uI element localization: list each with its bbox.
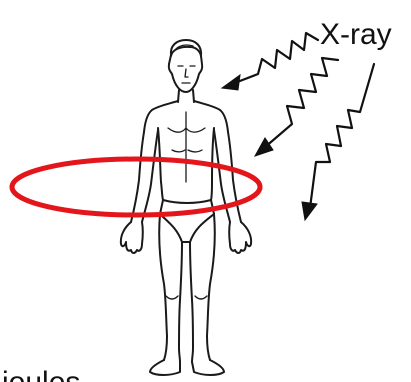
xray-label: X-ray	[320, 18, 392, 51]
waist-highlight-ellipse	[12, 159, 260, 215]
xray-wave-arrow-2	[255, 58, 338, 156]
xray-wave-arrow-1	[222, 33, 318, 90]
energy-unit-label: joules	[1, 366, 80, 382]
human-figure	[121, 40, 251, 375]
xray-wave-arrow-3	[302, 64, 374, 220]
